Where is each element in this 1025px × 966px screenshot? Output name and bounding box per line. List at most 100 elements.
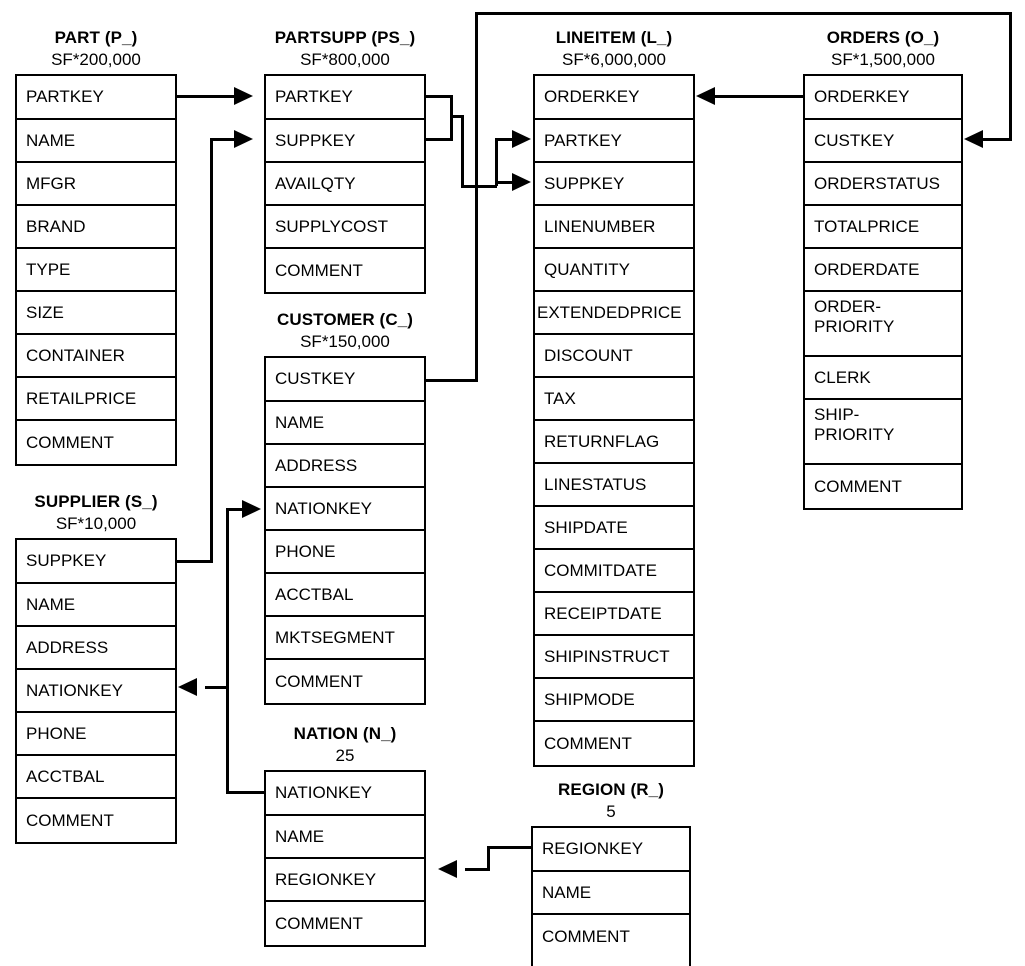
connector-partsupp-merge-bottom [461,185,497,188]
table-row: RETURNFLAG [535,421,693,464]
table-lineitem-cardinality: SF*6,000,000 [562,50,666,69]
connector-customer-right-down [1009,12,1012,139]
table-lineitem-title: LINEITEM (L_) [555,28,673,47]
table-row: LINENUMBER [535,206,693,249]
table-row: COMMENT [266,249,424,292]
table-row: ACCTBAL [17,756,175,799]
table-row: NAME [266,816,424,859]
connector-nation-to-supplier-v [226,686,229,792]
arrowhead-orders-custkey [964,130,983,148]
table-row: CUSTKEY [266,358,424,402]
arrowhead-supplier-nationkey [178,678,197,696]
table-row: ORDER-PRIORITY [805,292,961,357]
connector-customer-custkey-out [426,379,478,382]
table-row: ORDERSTATUS [805,163,961,206]
table-part-cardinality: SF*200,000 [51,50,141,69]
table-row: BRAND [17,206,175,249]
table-row: COMMENT [17,799,175,842]
connector-nation-to-supplier-h [205,686,229,689]
table-row: ADDRESS [266,445,424,488]
arrowhead-lineitem-suppkey [512,173,531,191]
table-region-cardinality: 5 [606,802,616,821]
table-row: ORDERKEY [805,76,961,120]
table-row: TOTALPRICE [805,206,961,249]
arrowhead-partsupp-partkey [234,87,253,105]
table-orders-title: ORDERS (O_) [826,28,940,47]
table-row: RETAILPRICE [17,378,175,421]
connector-supplier-to-partsupp-seg3 [210,138,235,141]
connector-nation-to-customer-seg3 [226,508,243,511]
connector-partsupp-suppkey-out [426,138,453,141]
table-customer-box: CUSTKEY NAME ADDRESS NATIONKEY PHONE ACC… [264,356,426,705]
connector-partsupp-merge-h [450,115,464,118]
table-row: NAME [17,584,175,627]
connector-partsupp-partkey-out [426,95,453,98]
connector-part-to-partsupp [177,95,235,98]
arrowhead-lineitem-partkey [512,130,531,148]
table-row: SIZE [17,292,175,335]
table-row: TYPE [17,249,175,292]
table-supplier-box: SUPPKEY NAME ADDRESS NATIONKEY PHONE ACC… [15,538,177,844]
table-row: RECEIPTDATE [535,593,693,636]
table-customer-title: CUSTOMER (C_) [276,310,414,329]
table-partsupp-box: PARTKEY SUPPKEY AVAILQTY SUPPLYCOST COMM… [264,74,426,294]
table-row: COMMENT [533,915,689,958]
table-region-title: REGION (R_) [558,780,664,799]
table-row: REGIONKEY [533,828,689,872]
connector-region-to-nation-seg2 [487,846,490,870]
table-partsupp-title: PARTSUPP (PS_) [274,28,416,47]
table-row: SUPPKEY [17,540,175,584]
table-row: CONTAINER [17,335,175,378]
table-orders-cardinality: SF*1,500,000 [831,50,935,69]
connector-nation-to-customer-seg1 [226,791,266,794]
table-row: SHIPDATE [535,507,693,550]
table-row: ACCTBAL [266,574,424,617]
table-orders-box: ORDERKEY CUSTKEY ORDERSTATUS TOTALPRICE … [803,74,963,510]
table-row: TAX [535,378,693,421]
table-row: PHONE [17,713,175,756]
table-part-box: PARTKEY NAME MFGR BRAND TYPE SIZE CONTAI… [15,74,177,466]
connector-orders-to-lineitem [714,95,803,98]
table-row: NAME [17,120,175,163]
table-row: LINESTATUS [535,464,693,507]
table-row: COMMENT [266,660,424,703]
table-row: DISCOUNT [535,335,693,378]
table-partsupp-cardinality: SF*800,000 [300,50,390,69]
connector-customer-top-across [475,12,1012,15]
table-row: SHIPMODE [535,679,693,722]
table-nation-box: NATIONKEY NAME REGIONKEY COMMENT [264,770,426,947]
table-row: NATIONKEY [17,670,175,713]
table-row: COMMITDATE [535,550,693,593]
table-row: NATIONKEY [266,488,424,531]
table-part-title: PART (P_) [54,28,138,47]
table-row: ORDERKEY [535,76,693,120]
connector-supplier-to-partsupp-seg1 [177,560,213,563]
table-row: COMMENT [535,722,693,765]
arrowhead-lineitem-orderkey [696,87,715,105]
connector-nation-to-customer-seg2 [226,508,229,793]
table-row: PARTKEY [535,120,693,163]
table-row: NAME [266,402,424,445]
table-row: MKTSEGMENT [266,617,424,660]
arrowhead-partsupp-suppkey [234,130,253,148]
table-row: SHIPINSTRUCT [535,636,693,679]
table-lineitem-box: ORDERKEY PARTKEY SUPPKEY LINENUMBER QUAN… [533,74,695,767]
connector-lineitem-suppkey-in [495,181,513,184]
table-row: NAME [533,872,689,915]
connector-lineitem-partkey-in [495,138,513,141]
connector-lineitem-split-v [495,138,498,186]
arrowhead-nation-regionkey [438,860,457,878]
table-row: COMMENT [17,421,175,464]
table-row: EXTENDEDPRICE [535,292,693,335]
table-nation-title: NATION (N_) [293,724,397,743]
table-row: QUANTITY [535,249,693,292]
table-row: CUSTKEY [805,120,961,163]
table-row: SUPPKEY [535,163,693,206]
table-row: PHONE [266,531,424,574]
table-nation-cardinality: 25 [335,746,355,765]
connector-partsupp-merge-v [461,115,464,187]
table-row: CLERK [805,357,961,400]
table-supplier-cardinality: SF*10,000 [55,514,137,533]
connector-supplier-to-partsupp-seg2 [210,138,213,563]
